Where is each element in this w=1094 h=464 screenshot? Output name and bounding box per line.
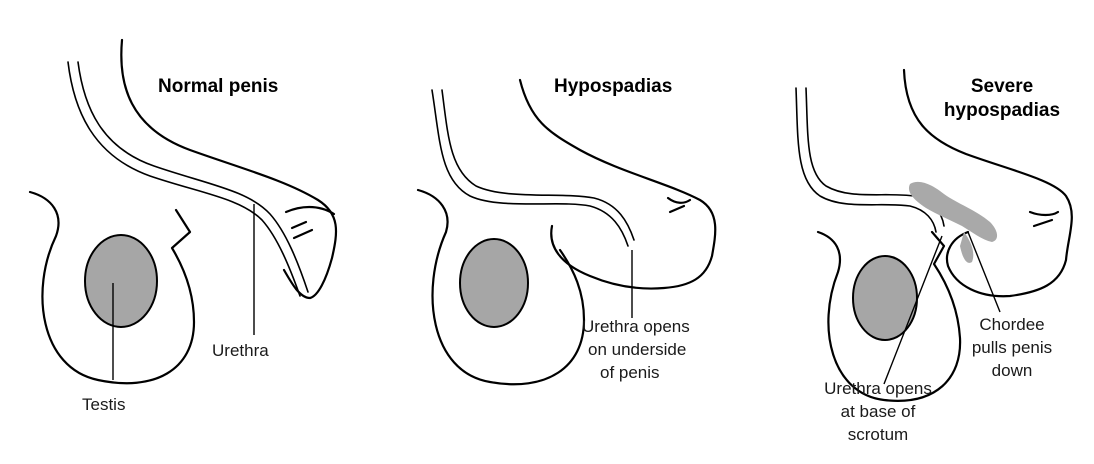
panel-severe: Severe hypospadias Urethra opens at base… bbox=[796, 70, 1072, 444]
urethra-channel-inner bbox=[442, 90, 634, 240]
panel-title-normal: Normal penis bbox=[158, 76, 278, 97]
label-chordee-line-2: pulls penis bbox=[972, 338, 1052, 357]
label-urethra-opening-line-2: on underside bbox=[588, 340, 686, 359]
label-urethra-opening-line-3: of penis bbox=[600, 363, 660, 382]
urethra-channel bbox=[796, 88, 936, 232]
panel-normal: Normal penis Testis Urethra bbox=[30, 40, 336, 414]
label-urethra-opening-line-1: Urethra opens bbox=[582, 317, 690, 336]
glans bbox=[286, 207, 334, 238]
label-urethra: Urethra bbox=[212, 341, 269, 360]
glans bbox=[1030, 212, 1058, 226]
label-testis: Testis bbox=[82, 395, 125, 414]
label-urethra-opening-line-2: at base of bbox=[841, 402, 916, 421]
panel-title-severe-line-1: Severe bbox=[971, 76, 1033, 97]
urethra-channel bbox=[432, 90, 628, 246]
chordee-band-tail bbox=[960, 232, 973, 263]
label-urethra-opening-line-3: scrotum bbox=[848, 425, 908, 444]
panel-title-severe-line-2: hypospadias bbox=[944, 100, 1060, 121]
label-chordee-line-1: Chordee bbox=[979, 315, 1044, 334]
label-chordee-line-3: down bbox=[992, 361, 1033, 380]
chordee-leader bbox=[968, 232, 1000, 312]
panel-hypospadias: Hypospadias Urethra opens on underside o… bbox=[418, 76, 715, 384]
body-contour bbox=[520, 80, 715, 289]
testis bbox=[460, 239, 528, 327]
panel-title-hypospadias: Hypospadias bbox=[554, 76, 672, 97]
testis bbox=[853, 256, 917, 340]
testis bbox=[85, 235, 157, 327]
label-urethra-opening-line-1: Urethra opens bbox=[824, 379, 932, 398]
glans bbox=[668, 198, 690, 212]
chordee-band bbox=[909, 182, 997, 242]
